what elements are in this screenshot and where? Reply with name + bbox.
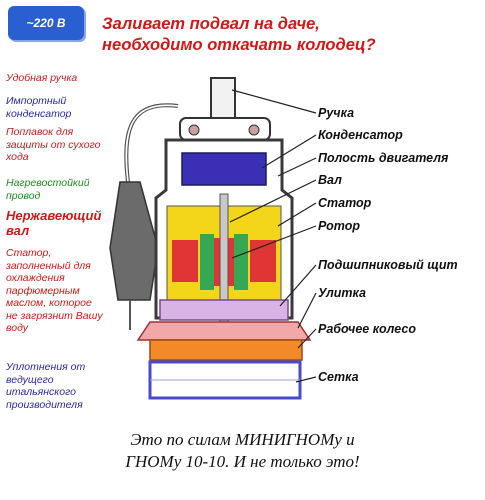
- headline-line-1: Заливает подвал на даче,: [102, 15, 320, 33]
- voltage-badge: ~220 В: [8, 6, 84, 40]
- volute: [136, 321, 312, 341]
- footer-line-2: ГНОМу 10-10. И не только это!: [125, 452, 360, 471]
- label-motor-cavity: Полость двигателя: [318, 151, 449, 165]
- label-strainer: Сетка: [318, 370, 359, 384]
- footer-line-1: Это по силам МИНИГНОМу и: [130, 430, 355, 449]
- label-handle: Ручка: [318, 106, 355, 120]
- impeller: [149, 339, 303, 361]
- rotor-winding-right: [250, 240, 276, 282]
- rotor-winding-left: [172, 240, 198, 282]
- feature-float: Поплавок для защиты от сухого хода: [6, 126, 101, 163]
- label-volute: Улитка: [318, 286, 366, 300]
- rotor-core-green-left: [200, 234, 214, 290]
- feature-shaft: Нержавеющий вал: [6, 208, 102, 238]
- label-rotor: Ротор: [318, 219, 361, 233]
- headline-line-2: необходимо откачать колодец?: [102, 36, 376, 54]
- feature-handle: Удобная ручка: [6, 72, 78, 84]
- feature-stator: Статор, заполненный для охлаждения парфю…: [6, 247, 103, 334]
- float-switch: [109, 181, 159, 301]
- feature-seals: Уплотнения от ведущего итальянского прои…: [6, 361, 86, 411]
- label-shaft: Вал: [318, 173, 342, 187]
- label-bearing-shield: Подшипниковый щит: [318, 258, 458, 272]
- bearing-shield: [159, 299, 289, 321]
- pointer-lines: [229, 89, 317, 383]
- label-stator: Статор: [318, 196, 372, 210]
- feature-capacitor: Импортный конденсатор: [6, 95, 72, 120]
- label-capacitor: Конденсатор: [318, 128, 403, 142]
- label-impeller: Рабочее колесо: [318, 322, 416, 336]
- headline: Заливает подвал на даче, необходимо отка…: [102, 14, 482, 56]
- rotor-core-green-right: [234, 234, 248, 290]
- capacitor: [181, 152, 267, 186]
- feature-wire: Нагревостойкий провод: [6, 177, 90, 202]
